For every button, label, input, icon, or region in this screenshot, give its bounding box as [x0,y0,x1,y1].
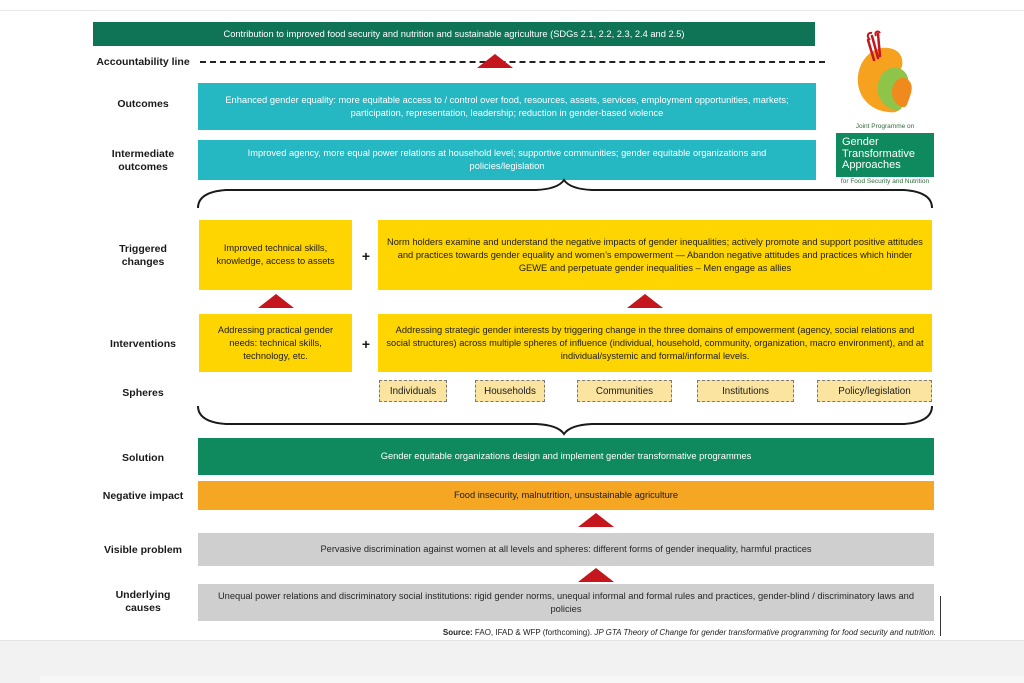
head-silhouette-logo-icon [857,30,912,113]
top-brace [197,178,933,209]
source-prefix: Source: [442,628,473,637]
arrow-up-icon [477,54,513,68]
arrow-up-icon [627,294,663,308]
source-plain: FAO, IFAD & WFP (forthcoming). [472,628,595,637]
interventions-right-box: Addressing strategic gender interests by… [378,314,932,372]
sphere-communities: Communities [577,380,672,402]
outcomes-box: Enhanced gender equality: more equitable… [198,83,816,130]
divider-line [940,596,941,636]
visible-problem-box: Pervasive discrimination against women a… [198,533,934,566]
source-title: JP GTA Theory of Change for gender trans… [594,628,936,637]
intermediate-outcomes-label: Intermediate outcomes [111,148,175,173]
triggered-changes-label: Triggered changes [119,243,167,268]
page-footer-band [0,640,1024,683]
arrow-up-icon [258,294,294,308]
triggered-left-box: Improved technical skills, knowledge, ac… [199,220,352,290]
intermediate-outcomes-box: Improved agency, more equal power relati… [198,140,816,180]
sphere-individuals: Individuals [379,380,447,402]
outcomes-label: Outcomes [117,97,169,110]
plus-sign: + [361,248,371,264]
interventions-left-box: Addressing practical gender needs: techn… [199,314,352,372]
underlying-causes-box: Unequal power relations and discriminato… [198,584,934,621]
sphere-households: Households [475,380,545,402]
interventions-label: Interventions [110,337,176,350]
logo-title: Gender Transformative Approaches [836,133,934,177]
spheres-label: Spheres [122,386,164,399]
triggered-right-box: Norm holders examine and understand the … [378,220,932,290]
source-citation: Source: FAO, IFAD & WFP (forthcoming). J… [300,628,936,637]
bottom-brace [197,405,933,436]
logo-top-text: Joint Programme on [855,123,915,130]
page-footer-strip [40,676,1024,683]
solution-box: Gender equitable organizations design an… [198,438,934,475]
goal-bar: Contribution to improved food security a… [93,22,815,46]
solution-label: Solution [122,451,164,464]
negative-impact-box: Food insecurity, malnutrition, unsustain… [198,481,934,510]
visible-problem-label: Visible problem [104,543,182,556]
plus-sign: + [361,336,371,352]
underlying-causes-label: Underlying causes [115,589,171,614]
logo-bottom-text: for Food Security and Nutrition [840,178,930,185]
top-divider [0,10,1024,11]
accountability-label: Accountability line [96,56,190,68]
negative-impact-label: Negative impact [102,489,184,502]
sphere-policy-legislation: Policy/legislation [817,380,932,402]
arrow-up-icon [578,568,614,582]
sphere-institutions: Institutions [697,380,794,402]
arrow-up-icon [578,513,614,527]
